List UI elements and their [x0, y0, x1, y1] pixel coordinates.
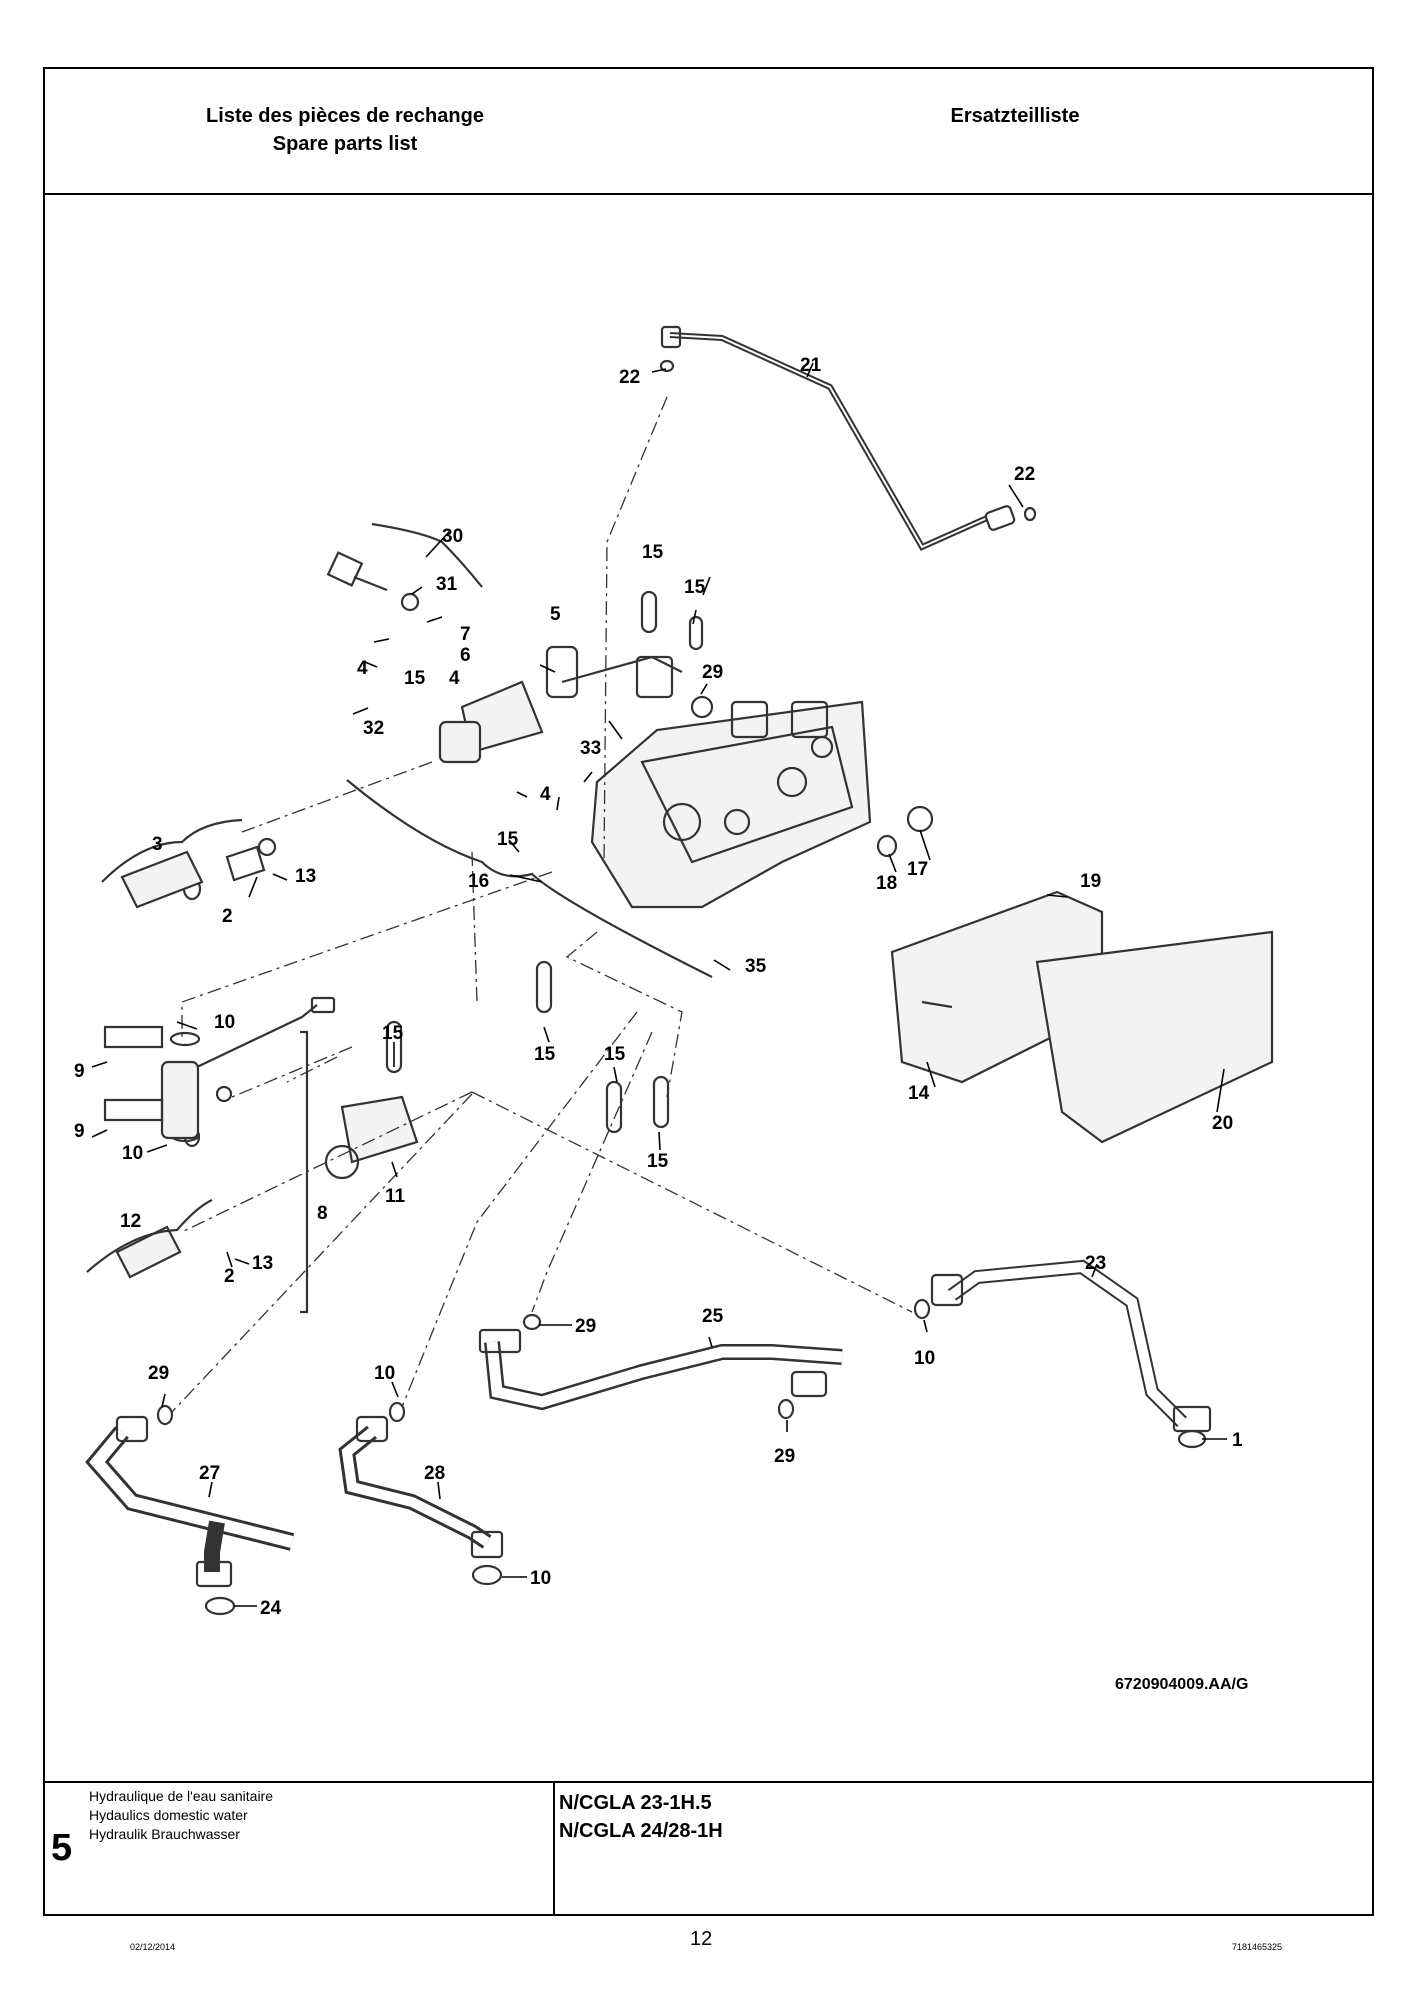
callout-1: 1	[1232, 1430, 1243, 1451]
callout-4: 4	[540, 784, 551, 805]
callout-5: 5	[550, 604, 561, 625]
callout-9: 9	[74, 1061, 85, 1082]
callout-2: 2	[224, 1266, 235, 1287]
footer-divider	[45, 1781, 1372, 1783]
callout-9: 9	[74, 1121, 85, 1142]
callout-31: 31	[436, 574, 458, 595]
callout-15: 15	[642, 542, 664, 563]
callout-15: 15	[382, 1023, 404, 1044]
section-number: 5	[51, 1827, 73, 1869]
callout-6: 6	[460, 645, 471, 666]
title-french: Liste des pièces de rechange	[206, 105, 484, 127]
callout-23: 23	[1085, 1253, 1106, 1274]
callout-8: 8	[317, 1203, 328, 1224]
model-list: N/CGLA 23-1H.5 N/CGLA 24/28-1H	[559, 1789, 723, 1845]
page-frame: Liste des pièces de rechange Spare parts…	[43, 67, 1374, 1916]
callout-12: 12	[120, 1211, 141, 1232]
title-english: Spare parts list	[272, 133, 418, 155]
callout-2: 2	[222, 906, 233, 927]
callout-17: 17	[907, 859, 928, 880]
model-name: N/CGLA 24/28-1H	[559, 1820, 723, 1842]
callout-7: 7	[460, 624, 471, 645]
section-title-en: Hydaulics domestic water	[89, 1807, 248, 1823]
callout-4: 4	[357, 658, 368, 679]
callout-10: 10	[122, 1143, 143, 1164]
callout-32: 32	[363, 718, 384, 739]
callout-15: 15	[404, 668, 426, 689]
callout-35: 35	[745, 956, 767, 977]
document-code: 7181465325	[1232, 1942, 1283, 1952]
section-title-de: Hydraulik Brauchwasser	[89, 1826, 240, 1842]
callout-10: 10	[914, 1348, 935, 1369]
callout-28: 28	[424, 1463, 445, 1484]
callout-14: 14	[908, 1083, 930, 1104]
callout-20: 20	[1212, 1113, 1233, 1134]
callout-15: 15	[684, 577, 706, 598]
print-date: 02/12/2014	[130, 1942, 176, 1952]
callout-10: 10	[214, 1012, 235, 1033]
title-german: Ersatzteilliste	[950, 105, 1080, 127]
drawing-reference: 6720904009.AA/G	[1115, 1676, 1249, 1693]
callout-33: 33	[580, 738, 601, 759]
callout-11: 11	[385, 1186, 406, 1207]
callout-30: 30	[442, 526, 463, 547]
callout-25: 25	[702, 1306, 724, 1327]
callout-15: 15	[534, 1044, 556, 1065]
callout-15: 15	[604, 1044, 626, 1065]
callout-10: 10	[374, 1363, 395, 1384]
callout-29: 29	[774, 1446, 795, 1467]
callout-29: 29	[148, 1363, 169, 1384]
callout-13: 13	[252, 1253, 273, 1274]
page-number: 12	[690, 1928, 713, 1950]
callout-15: 15	[647, 1151, 669, 1172]
callout-22: 22	[619, 367, 640, 388]
footer-column-divider	[553, 1781, 555, 1916]
callout-3: 3	[152, 834, 163, 855]
exploded-parts-diagram: 21 22 22 30 31 7 6 5 4 15 4 32 15 15 29 …	[74, 325, 1274, 1619]
callout-21: 21	[800, 355, 822, 376]
callout-18: 18	[876, 873, 897, 894]
callout-29: 29	[702, 662, 723, 683]
section-description: Hydraulique de l'eau sanitaire Hydaulics…	[89, 1787, 273, 1844]
callout-4: 4	[449, 668, 460, 689]
callout-15: 15	[497, 829, 519, 850]
header-divider	[45, 193, 1372, 195]
model-name: N/CGLA 23-1H.5	[559, 1792, 712, 1814]
section-title-fr: Hydraulique de l'eau sanitaire	[89, 1788, 274, 1804]
callout-22: 22	[1014, 464, 1035, 485]
callout-24: 24	[260, 1598, 282, 1619]
callout-16: 16	[468, 871, 489, 892]
callout-19: 19	[1080, 871, 1101, 892]
callout-10: 10	[530, 1568, 551, 1589]
callout-27: 27	[199, 1463, 220, 1484]
callout-29: 29	[575, 1316, 596, 1337]
callout-13: 13	[295, 866, 316, 887]
